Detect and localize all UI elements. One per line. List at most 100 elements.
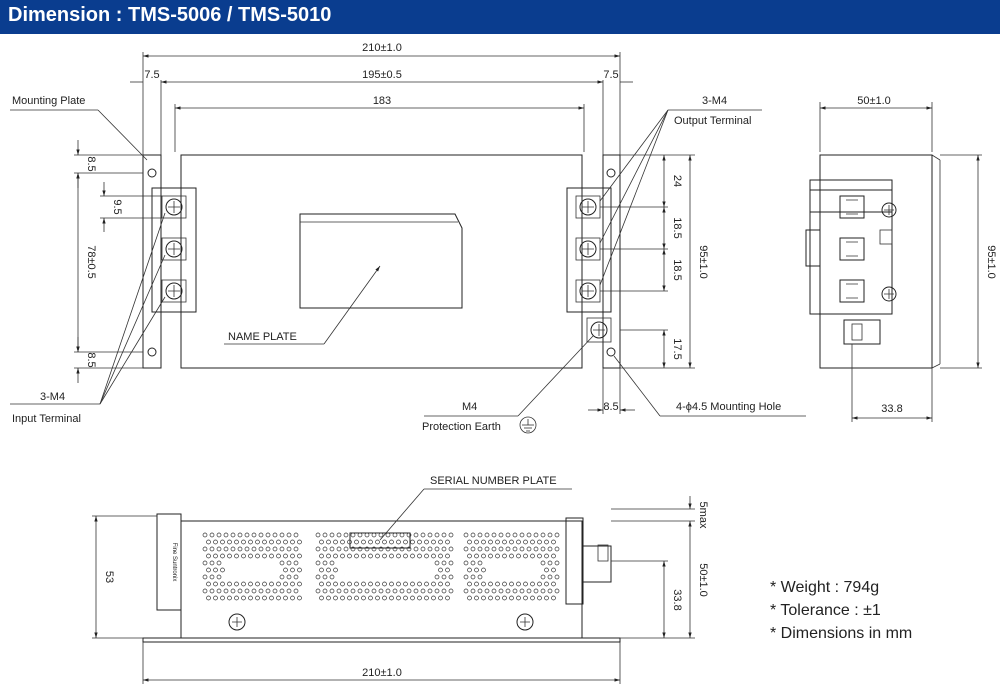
vent-hole [279,560,285,566]
input-spec-label: 3-M4 [40,391,65,403]
vent-hole [248,581,253,587]
vent-hole [509,553,514,559]
vent-hole [209,546,215,552]
vent-hole [434,532,440,538]
name-plate-label: NAME PLATE [228,331,297,343]
vent-hole [502,595,507,601]
vent-hole [427,588,433,594]
vent-hole [220,539,225,545]
vent-hole [406,546,412,552]
vent-hole [438,553,443,559]
vent-hole [357,532,363,538]
vent-hole [537,553,542,559]
vent-hole [424,553,429,559]
vent-hole [347,539,352,545]
vent-hole [441,574,447,580]
vent-hole [540,532,546,538]
vent-hole [255,553,260,559]
vent-hole [530,581,535,587]
vent-hole [484,532,490,538]
vent-hole [354,595,359,601]
vent-hole [470,588,476,594]
vent-hole [230,588,236,594]
vent-hole [293,532,299,538]
vent-hole [319,581,324,587]
vent-hole [364,546,370,552]
vent-hole [343,546,349,552]
vent-hole [445,595,450,601]
vent-hole [283,581,288,587]
weight-note: * Weight : 794g [770,579,880,596]
vent-hole [516,595,521,601]
vent-hole [244,588,250,594]
vent-hole [410,553,415,559]
vent-hole [382,595,387,601]
vent-hole [213,581,218,587]
vent-hole [223,532,229,538]
vent-hole [516,581,521,587]
vent-hole [519,546,525,552]
vent-hole [448,574,454,580]
vent-hole [424,581,429,587]
vent-hole [551,553,556,559]
vent-hole [544,567,549,573]
vent-hole [498,532,504,538]
vent-hole [519,532,525,538]
vent-hole [202,546,208,552]
vent-hole [477,532,483,538]
vent-hole [392,588,398,594]
vent-hole [526,546,532,552]
vent-hole [248,553,253,559]
vent-hole [547,560,553,566]
vent-hole [279,532,285,538]
vent-hole [389,581,394,587]
vent-hole [322,560,328,566]
vent-hole [340,539,345,545]
vent-hole [364,588,370,594]
vent-hole [220,553,225,559]
page-title: Dimension : TMS-5006 / TMS-5010 [8,4,332,26]
vent-hole [488,595,493,601]
vent-hole [547,574,553,580]
vent-hole [262,595,267,601]
side-dim-height: 95±1.0 [985,245,997,279]
vent-hole [255,595,260,601]
vent-hole [209,532,215,538]
tolerance-note: * Tolerance : ±1 [770,602,881,619]
vent-hole [488,553,493,559]
vent-hole [509,595,514,601]
vent-hole [343,588,349,594]
vent-hole [544,539,549,545]
vent-hole [448,588,454,594]
dim-pitch: 195±0.5 [362,69,402,81]
vent-hole [258,546,264,552]
vent-hole [347,581,352,587]
vent-hole [441,532,447,538]
vent-hole [343,532,349,538]
vent-hole [467,581,472,587]
vent-hole [234,539,239,545]
vent-hole [230,546,236,552]
vent-hole [403,595,408,601]
vent-hole [371,546,377,552]
vent-hole [537,581,542,587]
vent-hole [202,560,208,566]
vent-hole [297,553,302,559]
vent-hole [315,532,321,538]
dim-left-top: 8.5 [85,156,97,171]
vent-hole [474,553,479,559]
vent-hole [248,595,253,601]
vent-hole [495,581,500,587]
vent-hole [526,532,532,538]
vent-hole [297,581,302,587]
vent-hole [392,546,398,552]
vent-hole [396,539,401,545]
vent-hole [495,595,500,601]
vent-hole [202,588,208,594]
vent-hole [378,532,384,538]
vent-hole [333,553,338,559]
vent-hole [286,588,292,594]
vent-hole [216,560,222,566]
vent-hole [347,553,352,559]
vent-hole [547,588,553,594]
